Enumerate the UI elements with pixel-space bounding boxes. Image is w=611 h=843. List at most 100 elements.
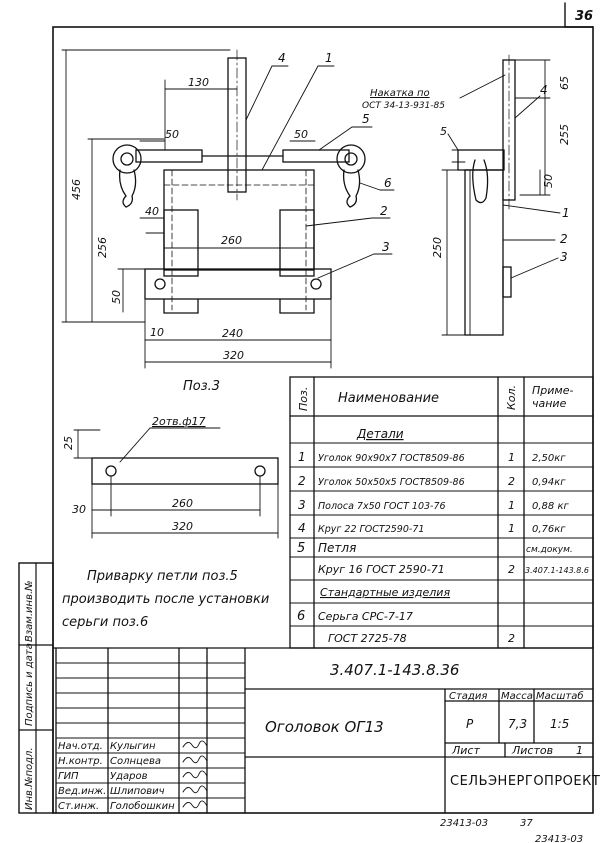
signature-name: Кулыгин (110, 741, 156, 752)
side-label-signature-date: Подпись и дата (24, 643, 35, 726)
inventory-corner: 23413-03 (535, 834, 583, 843)
spec-header-name: Наименование (338, 391, 439, 406)
spec-row5-name: Петля (318, 541, 356, 555)
spec-row-qty: 2 (508, 475, 515, 488)
spec-table (289, 376, 594, 649)
shackle-right (342, 169, 361, 208)
spec-row-qty: 1 (508, 451, 515, 464)
side-view-leaders (502, 95, 561, 279)
spec-row-pos: 3 (298, 498, 306, 512)
spec-row5b-note: 3.407.1-143.8.6 (525, 566, 589, 575)
note-line3: серьги поз.6 (62, 615, 148, 630)
spec-header-pos: Поз. (297, 387, 310, 411)
stamp-mass: 7,3 (508, 717, 527, 731)
detail-dimensions (73, 427, 279, 539)
front-pos-5: 5 (362, 112, 370, 126)
spec-header-note: Приме-чание (532, 384, 573, 410)
page-number: 36 (575, 9, 593, 24)
spec-row-note: 0,94кг (532, 477, 566, 488)
dim-40: 40 (145, 205, 159, 218)
signature-scribble (182, 755, 208, 764)
spec-section-details: Детали (356, 427, 404, 441)
spec-row5b-name: Круг 16 ГОСТ 2590-71 (318, 563, 445, 576)
spec-header-qty: Кол. (505, 385, 518, 410)
signature-scribble (182, 740, 208, 749)
dim-256: 256 (96, 237, 109, 258)
side-note-line2: ОСТ 34-13-931-85 (362, 101, 445, 111)
signature-scribble (182, 770, 208, 779)
front-view (112, 49, 366, 314)
spec-row-note: 2,50кг (532, 453, 566, 464)
side-pos-3: 3 (560, 250, 568, 264)
detail-dim-25: 25 (62, 436, 75, 450)
front-view-dimensions (61, 49, 332, 369)
spec-row5-pos: 5 (297, 541, 305, 556)
signature-name: Ударов (110, 771, 148, 782)
spec-row-note: 0,88 кг (532, 501, 569, 512)
front-pos-6: 6 (384, 176, 392, 190)
signature-role: Н.контр. (58, 756, 103, 767)
signature-role: Вед.инж. (58, 786, 106, 797)
front-pos-2: 2 (380, 204, 388, 218)
spec-row5b-qty: 2 (508, 563, 515, 576)
signature-scribble (182, 785, 208, 794)
inventory-number: 23413-03 (440, 818, 488, 829)
loop-left (112, 144, 142, 174)
loop-right (336, 144, 366, 174)
drawing-title: Оголовок ОГ13 (265, 718, 384, 736)
signature-name: Солнцева (110, 756, 161, 767)
stamp-sheet-label: Лист (451, 744, 480, 757)
side-shackle (472, 159, 489, 204)
dim-50-right: 50 (294, 128, 308, 141)
organization: СЕЛЬЭНЕРГОПРОЕКТ (450, 774, 600, 789)
side-label-replace-inv: Взам.инв.№ (24, 580, 35, 642)
side-dim-50: 50 (542, 174, 555, 188)
side-dim-65: 65 (558, 76, 571, 90)
spec-row-name: Полоса 7х50 ГОСТ 103-76 (318, 501, 446, 512)
detail-dim-260: 260 (172, 497, 193, 510)
spec-row-pos: 2 (298, 474, 306, 488)
dim-50-left: 50 (165, 128, 179, 141)
strip-7x50 (144, 268, 332, 300)
title-block (52, 647, 594, 814)
side-strip-end (502, 266, 512, 298)
dim-240: 240 (222, 327, 243, 340)
signature-name: Голобошкин (110, 800, 175, 812)
designation: 3.407.1-143.8.36 (330, 661, 459, 679)
dim-456: 456 (70, 179, 83, 200)
side-pos-1: 1 (562, 206, 570, 220)
left-leg (163, 209, 199, 277)
spec-row-name: Круг 22 ГОСТ2590-71 (318, 524, 424, 535)
spec-row6-pos: 6 (297, 609, 305, 624)
side-dim-255: 255 (558, 124, 571, 145)
side-note-line1: Накатка по (370, 88, 430, 99)
stamp-sheets-label: Листов (511, 744, 553, 757)
spec-row5-note: см.докум. (526, 545, 573, 555)
signature-name: Шлипович (110, 786, 165, 797)
detail-dim-30: 30 (72, 503, 86, 516)
spec-row-name: Уголок 50х50х5 ГОСТ8509-86 (318, 477, 465, 488)
signature-role: ГИП (58, 771, 79, 782)
front-pos-1: 1 (325, 51, 333, 65)
detail-hole-left (105, 465, 117, 477)
format-number: 37 (520, 818, 533, 829)
side-angle (464, 169, 504, 336)
front-pos-4: 4 (278, 51, 286, 65)
spec-section-standard: Стандартные изделия (320, 586, 450, 599)
side-top-angle (457, 149, 505, 171)
dim-320: 320 (223, 349, 244, 362)
page-number-box (564, 2, 594, 28)
note-line1: Приварку петли поз.5 (87, 569, 238, 584)
front-pos-3: 3 (382, 240, 390, 254)
dim-10: 10 (150, 326, 164, 339)
detail-holes: 2отв.ф17 (152, 415, 206, 428)
stamp-col-mass: Масса (501, 691, 533, 702)
dim-260: 260 (221, 234, 242, 247)
stamp-scale: 1:5 (550, 717, 569, 731)
side-label-orig-inv: Инв.№подл. (24, 747, 35, 810)
dim-130: 130 (188, 76, 209, 89)
side-pos-4: 4 (540, 83, 548, 97)
signature-scribble (182, 800, 208, 809)
